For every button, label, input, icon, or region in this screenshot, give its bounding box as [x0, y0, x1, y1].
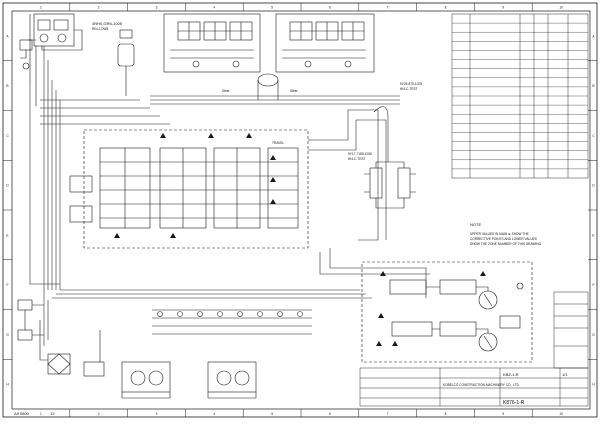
callout-right-lower-sub: HI4-C-TEST	[348, 157, 366, 161]
border-row-label: A	[6, 34, 9, 38]
border-column-label: 3	[156, 412, 158, 416]
border-column-label: 9	[502, 412, 504, 416]
border-column-label: 5	[271, 6, 273, 10]
oil-tank-filter	[39, 320, 105, 377]
border-row-label: B	[592, 84, 594, 88]
notes-line-3: SHOW THE ZONE NUMBER OF THIS DRAWING.	[470, 242, 542, 246]
border-row-label: A	[592, 34, 595, 38]
title-block-drawing-no: K876-1-R	[503, 400, 525, 406]
border-row-markers: A A B B C C D D E E F F G G H H	[3, 34, 597, 387]
steer-label-left: Steer	[222, 89, 231, 93]
border-column-label: 6	[329, 412, 331, 416]
border-column-label: 4	[213, 412, 215, 416]
border-row-label: F	[7, 283, 9, 287]
footer-left-text: A9 0800	[14, 411, 30, 416]
notes-line-1: UPPER VALUES IN MAIN ⊕ SHOW THE	[470, 232, 529, 236]
border-column-label: 10	[559, 412, 563, 416]
border-row-label: E	[6, 233, 8, 237]
border-column-label: 4	[213, 6, 215, 10]
border-row-label: G	[6, 333, 9, 337]
callout-top-left-sub: RIN-J-DW5	[92, 27, 109, 31]
border-row-label: F	[593, 283, 595, 287]
travel-label: TRAVEL	[272, 141, 284, 145]
border-column-label: 2	[98, 412, 100, 416]
border-column-label: 9	[502, 6, 504, 10]
sheet-inner-border	[11, 10, 591, 410]
notes-line-2: CORRECTIVE POINTS AND LOWER VALUES	[470, 237, 537, 241]
right-pipe-run	[308, 106, 430, 298]
border-column-label: 2	[98, 6, 100, 10]
callout-right-mid-sub: HI4-C-TEST	[400, 87, 418, 91]
border-column-label: 8	[445, 412, 447, 416]
pilot-valve-row	[152, 309, 312, 335]
control-valve-top-right	[275, 13, 375, 73]
accumulator-top-left	[117, 29, 135, 96]
left-pipe-bundle	[29, 46, 372, 346]
border-column-label: 6	[329, 6, 331, 10]
border-column-label: 8	[445, 6, 447, 10]
notes-heading: NOTE	[470, 222, 481, 227]
swivel-joint	[150, 73, 400, 105]
border-column-label: 5	[271, 412, 273, 416]
border-column-label: 1	[40, 412, 42, 416]
border-column-label: 10	[559, 6, 563, 10]
border-column-label: 7	[387, 412, 389, 416]
callout-top-left: 4RH0-GR6-1025	[92, 21, 123, 26]
cylinder-pair	[364, 161, 416, 209]
border-row-label: E	[592, 233, 594, 237]
travel-motor-right	[207, 361, 257, 399]
border-row-label: C	[6, 134, 9, 138]
border-row-label: D	[6, 184, 9, 188]
main-control-valve	[69, 129, 309, 249]
title-block	[359, 291, 589, 407]
border-column-label: 3	[156, 6, 158, 10]
steer-label-right: Steer	[290, 89, 299, 93]
border-row-label: H	[6, 383, 9, 387]
border-row-label: C	[592, 134, 595, 138]
footer-left-code: 12	[50, 411, 55, 416]
pump-block-top-left	[19, 13, 83, 106]
pump-assembly-lower-right	[361, 261, 533, 363]
border-column-label: 7	[387, 6, 389, 10]
border-column-label: 1	[40, 6, 42, 10]
control-valve-top-center	[163, 13, 261, 73]
title-block-title: KBZ-1-R	[503, 372, 519, 377]
title-block-company: KOBELCO CONSTRUCTION MACHINERY CO., LTD.	[443, 383, 520, 387]
warning-triangles-lower-right	[376, 271, 486, 346]
callout-right-mid: 9Y25-875-1025	[400, 82, 422, 86]
travel-motor-left	[121, 361, 171, 399]
border-row-label: H	[592, 383, 595, 387]
title-block-sheet: 1/1	[562, 372, 568, 377]
border-row-label: G	[592, 333, 595, 337]
border-row-label: B	[6, 84, 8, 88]
border-row-label: D	[592, 184, 595, 188]
warning-triangles	[114, 133, 276, 238]
callout-right-lower: 9Y17-7185-1265	[348, 152, 372, 156]
parts-table-rows	[452, 22, 588, 170]
relief-valves-left	[17, 299, 44, 341]
